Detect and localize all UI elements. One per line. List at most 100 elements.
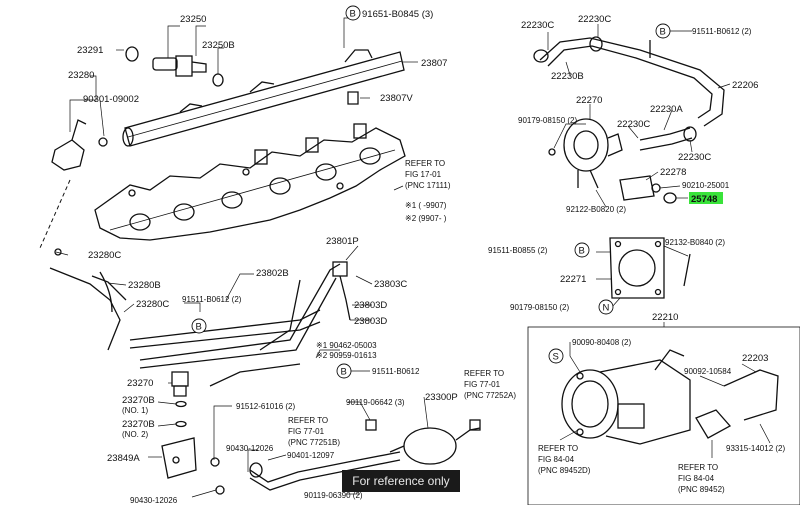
callout-b-1: B xyxy=(345,5,361,21)
svg-text:B: B xyxy=(350,9,356,20)
label-22206: 22206 xyxy=(732,80,758,91)
dashed-link xyxy=(39,179,71,249)
label-22230a: 22230A xyxy=(650,104,683,115)
leader-lines xyxy=(55,17,771,498)
pressure-regulator xyxy=(51,119,108,171)
label-23802b: 23802B xyxy=(256,268,289,279)
washer-25748 xyxy=(663,192,677,204)
label-23280c-2: 23280C xyxy=(136,299,169,310)
label-23803d-1: 23803D xyxy=(354,300,387,311)
label-23849a: 23849A xyxy=(107,453,140,464)
label-93315: 93315-14012 (2) xyxy=(726,444,785,453)
label-23270b-2: 23270B xyxy=(122,419,155,430)
refer-17-01-line2: FIG 17-01 xyxy=(405,170,442,179)
refer-84-04-a-line3: (PNC 89452D) xyxy=(538,466,591,475)
label-23803c: 23803C xyxy=(374,279,407,290)
label-23803d-2: 23803D xyxy=(354,316,387,327)
label-92122: 92122-B0820 (2) xyxy=(566,205,626,214)
label-22271: 22271 xyxy=(560,274,586,285)
label-90462: ※1 90462-05003 xyxy=(316,341,377,350)
label-23250: 23250 xyxy=(180,14,206,25)
label-92132: 92132-B0840 (2) xyxy=(665,238,725,247)
bracket xyxy=(161,437,225,495)
label-90090: 90090-80408 (2) xyxy=(572,338,631,347)
refer-77-01-a-line2: FIG 77-01 xyxy=(464,380,501,389)
label-22203: 22203 xyxy=(742,353,768,364)
throttle-body xyxy=(561,349,779,445)
label-23300p: 23300P xyxy=(425,392,458,403)
label-90179-b: 90179-08150 (2) xyxy=(510,303,569,312)
label-90959: ※2 90959-01613 xyxy=(316,351,377,360)
label-90092: 90092-10584 xyxy=(684,367,732,376)
refer-84-04-a-line2: FIG 84-04 xyxy=(538,455,575,464)
label-23280c-1: 23280C xyxy=(88,250,121,261)
refer-84-04-b-line1: REFER TO xyxy=(678,463,718,472)
label-22270: 22270 xyxy=(576,95,602,106)
label-23807: 23807 xyxy=(421,58,447,69)
label-90430-a: 90430-12026 xyxy=(226,444,274,453)
label-23280b: 23280B xyxy=(128,280,161,291)
watermark-banner: For reference only xyxy=(342,470,460,492)
label-90401: 90401-12097 xyxy=(287,451,335,460)
gasket xyxy=(609,237,691,299)
idle-air-control-valve xyxy=(548,118,697,201)
label-90430-b: 90430-12026 xyxy=(130,496,178,505)
label-91511-b0612-b: 91511-B0612 xyxy=(372,367,420,376)
refer-77-01-a-line3: (PNC 77252A) xyxy=(464,391,516,400)
air-hoses xyxy=(533,28,725,127)
refer-77-01-b-line2: FIG 77-01 xyxy=(288,427,325,436)
callout-n: N xyxy=(598,299,614,315)
label-23291: 23291 xyxy=(77,45,103,56)
refer-17-01-line3: (PNC 17111) xyxy=(405,181,451,190)
refer-77-01-a-line1: REFER TO xyxy=(464,369,504,378)
label-23280: 23280 xyxy=(68,70,94,81)
svg-text:N: N xyxy=(603,303,610,314)
label-23807v: 23807V xyxy=(380,93,413,104)
label-90119-06390: 90119-06390 (2) xyxy=(304,491,363,500)
label-22230c-2: 22230C xyxy=(578,14,611,25)
highlight-25748 xyxy=(689,192,723,204)
refer-77-01-b-line3: (PNC 77251B) xyxy=(288,438,340,447)
label-22278: 22278 xyxy=(660,167,686,178)
label-23270b-2-no: (NO. 2) xyxy=(122,430,149,439)
callout-b-2: B xyxy=(655,23,671,39)
label-22230c-3: 22230C xyxy=(617,119,650,130)
refer-84-04-b-line3: (PNC 89452) xyxy=(678,485,725,494)
label-91651: 91651-B0845 (3) xyxy=(362,9,433,20)
label-90179-a: 90179-08150 (2) xyxy=(518,116,577,125)
svg-text:B: B xyxy=(341,367,347,378)
label-22210: 22210 xyxy=(652,312,678,323)
label-23270b-1: 23270B xyxy=(122,395,155,406)
label-23801p: 23801P xyxy=(326,236,359,247)
label-91512: 91512-61016 (2) xyxy=(236,402,295,411)
label-23250b: 23250B xyxy=(202,40,235,51)
bottom-hoses xyxy=(249,419,401,491)
label-90301: 90301-09002 xyxy=(83,94,139,105)
label-22230c-1: 22230C xyxy=(521,20,554,31)
label-23270b-1-no: (NO. 1) xyxy=(122,406,149,415)
callout-b-4: B xyxy=(336,363,352,379)
svg-text:S: S xyxy=(553,352,559,363)
label-22230b: 22230B xyxy=(551,71,584,82)
sensor xyxy=(171,371,189,428)
note-1: ※1 ( -9907) xyxy=(405,201,447,210)
note-2: ※2 (9907- ) xyxy=(405,214,447,223)
fuel-rail xyxy=(122,49,405,147)
refer-77-01-b-line1: REFER TO xyxy=(288,416,328,425)
label-91511-b0612-c: 91511-B0612 (2) xyxy=(692,27,752,36)
part-labels: 23250 91651-B0845 (3) 23291 23250B 23807… xyxy=(68,9,785,505)
svg-text:B: B xyxy=(660,27,666,38)
svg-text:B: B xyxy=(196,322,202,333)
injector xyxy=(125,46,359,105)
refer-84-04-b-line2: FIG 84-04 xyxy=(678,474,715,483)
svg-text:B: B xyxy=(579,246,585,257)
label-22230c-4: 22230C xyxy=(678,152,711,163)
callout-s: S xyxy=(548,348,564,364)
vsv-canister xyxy=(389,419,481,465)
label-25748: 25748 xyxy=(691,194,717,205)
callout-b-3: B xyxy=(191,318,207,334)
label-23270: 23270 xyxy=(127,378,153,389)
refer-17-01-line1: REFER TO xyxy=(405,159,445,168)
